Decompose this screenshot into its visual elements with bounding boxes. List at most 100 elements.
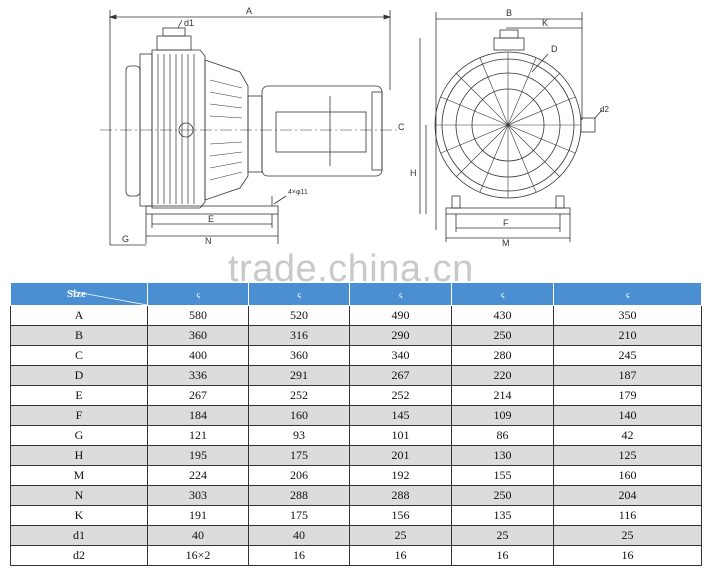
dim-A-label: A <box>246 6 252 16</box>
table-cell: 40 <box>147 525 249 546</box>
dim-H-label: H <box>410 168 417 178</box>
table-cell: 336 <box>147 365 249 386</box>
table-cell: 303 <box>147 485 249 506</box>
table-cell: 192 <box>349 465 452 486</box>
table-cell: 340 <box>349 345 452 366</box>
table-cell: 25 <box>553 525 702 546</box>
table-cell: 291 <box>248 365 350 386</box>
row-label: d2 <box>10 545 148 566</box>
table-cell: 191 <box>147 505 249 526</box>
header-col-1: ς <box>147 282 249 306</box>
header-col-5: ς <box>553 282 702 306</box>
table-cell: 179 <box>553 385 702 406</box>
row-label: B <box>10 325 148 346</box>
table-cell: 288 <box>349 485 452 506</box>
diagonal-divider <box>70 290 147 305</box>
table-cell: 16 <box>349 545 452 566</box>
table-cell: 16×2 <box>147 545 249 566</box>
table-cell: 93 <box>248 425 350 446</box>
row-label: C <box>10 345 148 366</box>
header-col-2: ς <box>248 282 350 306</box>
row-label: D <box>10 365 148 386</box>
row-label: G <box>10 425 148 446</box>
dim-D-label: D <box>551 44 558 54</box>
header-size-cell: Size <box>10 282 148 306</box>
table-cell: 490 <box>349 305 452 326</box>
table-cell: 250 <box>451 485 554 506</box>
table-cell: 520 <box>248 305 350 326</box>
pump-technical-drawing: A d1 <box>100 6 609 248</box>
table-cell: 156 <box>349 505 452 526</box>
table-cell: 16 <box>248 545 350 566</box>
dim-M-label: M <box>502 238 510 248</box>
table-cell: 267 <box>147 385 249 406</box>
table-cell: 245 <box>553 345 702 366</box>
table-cell: 175 <box>248 445 350 466</box>
table-cell: 220 <box>451 365 554 386</box>
table-cell: 140 <box>553 405 702 426</box>
table-cell: 160 <box>553 465 702 486</box>
table-cell: 267 <box>349 365 452 386</box>
dim-N-label: N <box>205 236 212 246</box>
table-cell: 40 <box>248 525 350 546</box>
table-cell: 250 <box>451 325 554 346</box>
dim-F-label: F <box>503 218 509 228</box>
table-cell: 400 <box>147 345 249 366</box>
table-cell: 201 <box>349 445 452 466</box>
dim-K-label: K <box>542 18 548 28</box>
table-cell: 25 <box>451 525 554 546</box>
table-cell: 204 <box>553 485 702 506</box>
table-cell: 184 <box>147 405 249 426</box>
table-cell: 195 <box>147 445 249 466</box>
table-cell: 25 <box>349 525 452 546</box>
table-cell: 125 <box>553 445 702 466</box>
row-label: M <box>10 465 148 486</box>
table-cell: 101 <box>349 425 452 446</box>
row-label: K <box>10 505 148 526</box>
table-cell: 145 <box>349 405 452 426</box>
table-cell: 430 <box>451 305 554 326</box>
table-cell: 155 <box>451 465 554 486</box>
table-cell: 86 <box>451 425 554 446</box>
table-cell: 42 <box>553 425 702 446</box>
table-cell: 16 <box>553 545 702 566</box>
header-col-3: ς <box>349 282 452 306</box>
table-cell: 360 <box>147 325 249 346</box>
row-label: E <box>10 385 148 406</box>
table-cell: 350 <box>553 305 702 326</box>
table-cell: 224 <box>147 465 249 486</box>
table-cell: 290 <box>349 325 452 346</box>
row-label: d1 <box>10 525 148 546</box>
table-cell: 109 <box>451 405 554 426</box>
bolt-label: 4×φ11 <box>288 189 308 196</box>
table-cell: 280 <box>451 345 554 366</box>
table-cell: 130 <box>451 445 554 466</box>
table-cell: 16 <box>451 545 554 566</box>
end-view: B K D d2 <box>398 8 609 248</box>
row-label: F <box>10 405 148 426</box>
table-cell: 580 <box>147 305 249 326</box>
table-cell: 116 <box>553 505 702 526</box>
table-cell: 160 <box>248 405 350 426</box>
row-label: N <box>10 485 148 506</box>
dim-d2-label: d2 <box>600 105 609 114</box>
header-col-4: ς <box>451 282 554 306</box>
table-cell: 252 <box>248 385 350 406</box>
table-cell: 175 <box>248 505 350 526</box>
dim-d1-label: d1 <box>184 18 194 28</box>
table-cell: 210 <box>553 325 702 346</box>
dim-B-label: B <box>506 8 512 18</box>
